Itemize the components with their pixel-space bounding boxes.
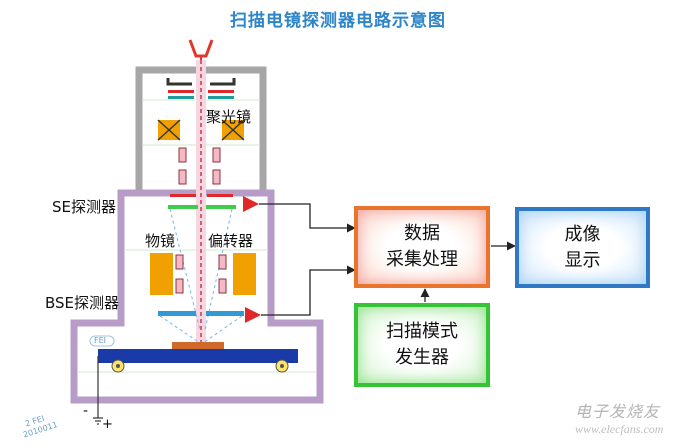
se-detector-triangle [243, 196, 259, 212]
condenser-lens-coils [157, 119, 245, 141]
electron-beam [196, 60, 206, 350]
bse-detector-plates [158, 311, 244, 344]
data-acquisition-line1: 数据 [404, 223, 440, 244]
imaging-display-line2: 显示 [564, 249, 601, 271]
se-detector-label: SE探测器 [52, 198, 116, 216]
bse-detector-label: BSE探测器 [45, 294, 120, 312]
apertures [178, 147, 221, 185]
deflector-label: 偏转器 [208, 232, 254, 250]
anode-plates [166, 78, 236, 99]
scan-generator-box: 扫描模式 发生器 [354, 303, 490, 387]
watermark-brand: 电子发烧友 [575, 402, 661, 421]
imaging-display-line1: 成像 [564, 223, 601, 245]
ground-minus: - [83, 403, 89, 419]
scan-generator-line1: 扫描模式 [386, 321, 458, 342]
sample-stage [89, 335, 298, 373]
objective-lens-label: 物镜 [145, 232, 176, 250]
ground-wire [93, 356, 103, 425]
diagram-title: 扫描电镜探测器电路示意图 [230, 11, 446, 31]
fei-tag: FEI [94, 336, 107, 345]
ground-plus: + [102, 417, 113, 432]
bse-detector-triangle [245, 307, 261, 323]
condenser-lens-label: 聚光镜 [206, 108, 252, 126]
imaging-display-box: 成像 显示 [515, 207, 650, 288]
data-acquisition-box: 数据 采集处理 [354, 206, 490, 288]
watermark-url: www.elecfans.com [575, 422, 664, 436]
signal-wires [259, 203, 516, 316]
objective-lens [150, 253, 256, 295]
scan-generator-line2: 发生器 [395, 347, 449, 368]
data-acquisition-line2: 采集处理 [386, 249, 458, 270]
